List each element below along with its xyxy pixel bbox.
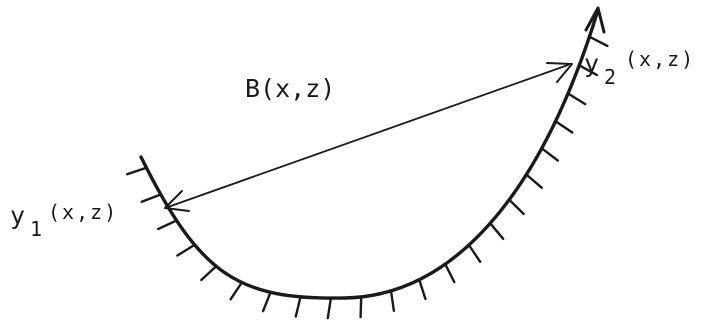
hatch-mark — [176, 243, 196, 257]
boundary-hatches — [125, 35, 609, 320]
vector-arrowhead-right — [546, 62, 573, 83]
curved-boundary — [139, 8, 600, 300]
hatch-mark — [508, 198, 525, 216]
label-b: B(x,z) — [245, 74, 335, 103]
hatch-mark — [554, 119, 574, 134]
label-y2-name: y — [584, 49, 599, 78]
hatch-mark — [467, 243, 482, 263]
hatch-mark — [540, 147, 559, 162]
hatch-mark — [229, 281, 244, 301]
hatch-mark — [140, 193, 162, 204]
hatch-mark — [578, 64, 599, 77]
vector-arrowhead-left — [164, 190, 190, 212]
label-y1: y 1 (x,z) — [10, 200, 118, 241]
hatch-mark — [525, 173, 543, 189]
vector-b-line — [167, 64, 569, 208]
curve-end-arrowhead — [584, 6, 606, 34]
hatch-mark — [566, 92, 587, 106]
label-y1-subscript: 1 — [30, 217, 42, 241]
label-y2-subscript: 2 — [604, 65, 616, 89]
label-y1-args: (x,z) — [48, 200, 118, 224]
hatch-mark — [156, 219, 178, 231]
hatch-mark — [200, 265, 218, 282]
label-y1-name: y — [10, 201, 25, 230]
hatch-mark — [489, 222, 505, 241]
hatch-mark — [418, 278, 427, 301]
label-y2: y 2 (x,z) — [584, 47, 695, 89]
label-y2-args: (x,z) — [625, 47, 695, 71]
hatch-mark — [261, 291, 272, 313]
hatch-mark — [588, 35, 609, 48]
hatch-mark — [389, 289, 396, 312]
hatch-mark — [359, 295, 363, 319]
hatch-mark — [294, 295, 302, 318]
hatch-mark — [125, 166, 148, 176]
hatch-mark — [326, 296, 333, 320]
hatch-mark — [444, 262, 456, 284]
